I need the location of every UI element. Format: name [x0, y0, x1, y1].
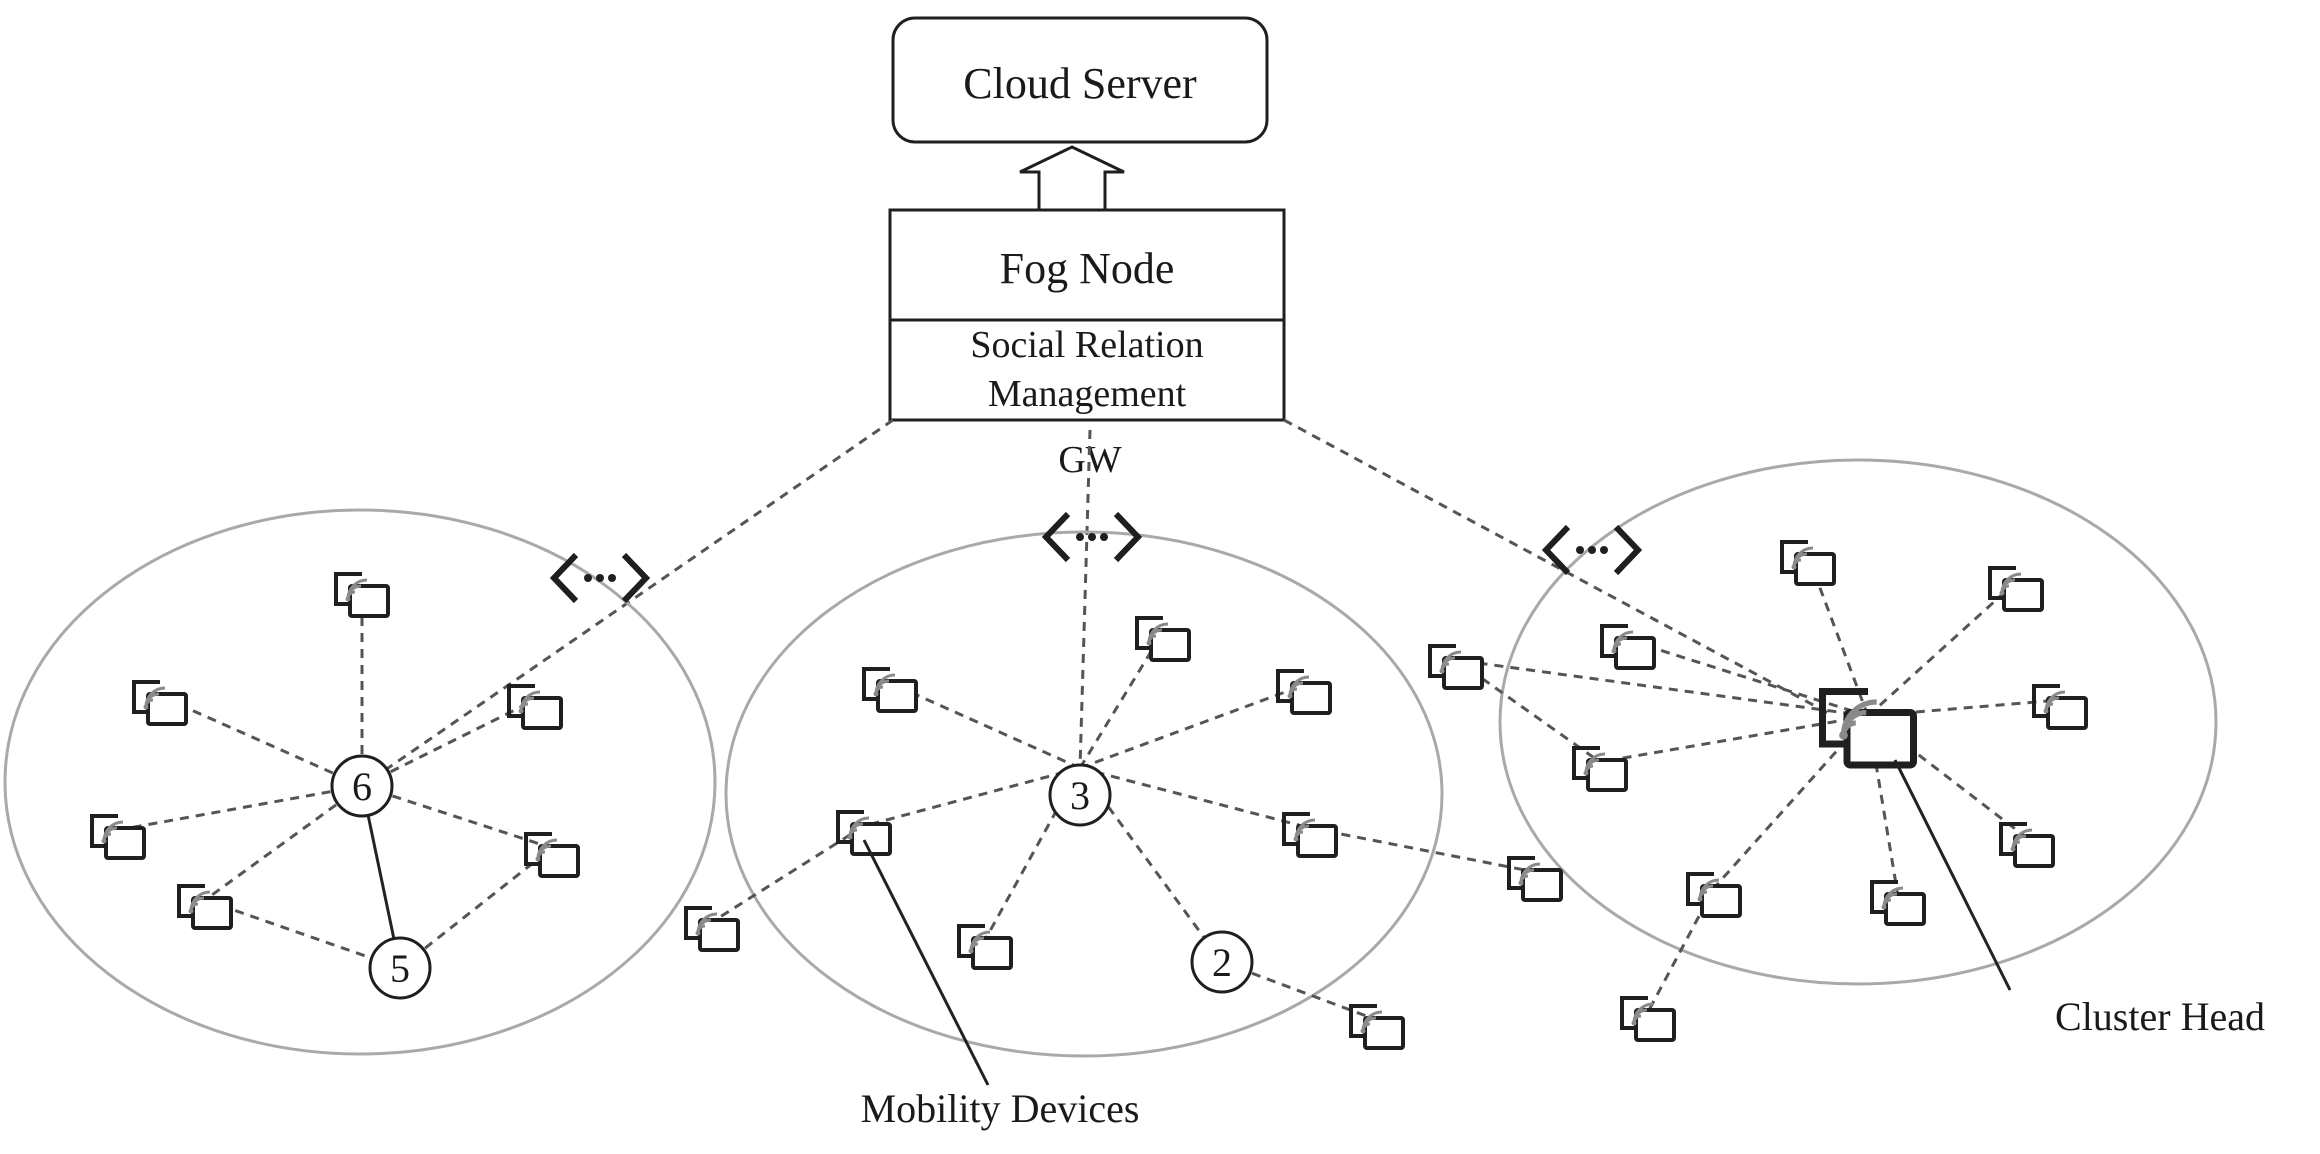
gateway-diamond-icon [1546, 527, 1638, 573]
mobile-device-icon [1276, 669, 1332, 715]
cluster-left [3, 508, 717, 1056]
mobile-device-icon [1988, 566, 2044, 612]
mobile-device-icon [1428, 644, 1484, 690]
mobile-device-icon [177, 884, 233, 930]
node-6: 6 [330, 754, 394, 818]
gw-label: GW [1058, 439, 1121, 481]
svg-text:2: 2 [1212, 940, 1232, 985]
mobile-device-icon [334, 572, 390, 618]
cluster-head-label: Cluster Head [2055, 994, 2265, 1039]
mobile-device-icon [507, 684, 563, 730]
social-relation-management: Social Relation Management [888, 318, 1286, 422]
mobile-device-icon [1135, 616, 1191, 662]
mobile-device-icon [1600, 624, 1656, 670]
mobile-device-icon [1999, 822, 2055, 868]
svg-text:6: 6 [352, 764, 372, 809]
fog-node: Fog Node [888, 208, 1286, 322]
node-2: 2 [1190, 930, 1254, 994]
mobile-device-icon [1870, 880, 1926, 926]
fog-node-title: Fog Node [1000, 244, 1175, 293]
gateway-diamond-icon [1046, 514, 1138, 560]
svg-text:5: 5 [390, 946, 410, 991]
mobile-device-icon [90, 814, 146, 860]
srm-line2: Management [988, 373, 1187, 415]
mobile-device-icon [836, 810, 892, 856]
mobile-device-icon [524, 832, 580, 878]
mobile-device-icon [862, 667, 918, 713]
srm-line1: Social Relation [970, 324, 1203, 366]
mobility-devices-label: Mobility Devices [861, 1086, 1140, 1131]
mobile-device-icon [1572, 746, 1628, 792]
svg-text:3: 3 [1070, 773, 1090, 818]
cloud-server: Cloud Server [891, 16, 1269, 144]
mobile-device-icon [1507, 856, 1563, 902]
cluster-right [1498, 458, 2218, 986]
cluster-head-leader-line [1893, 759, 2012, 991]
cloud-server-label: Cloud Server [963, 59, 1197, 108]
mobility-devices-leader-line [862, 839, 990, 1086]
mobile-device-icon [684, 906, 740, 952]
cluster-middle [724, 530, 1444, 1058]
mobile-device-icon [1686, 872, 1742, 918]
upload-arrow-icon [1019, 145, 1125, 212]
mobile-device-icon [1620, 996, 1676, 1042]
mobile-device-icon [2032, 684, 2088, 730]
node-5: 5 [368, 936, 432, 1000]
node-3: 3 [1048, 763, 1112, 827]
cluster-head-device-icon [1823, 692, 1914, 766]
mobile-device-icon [1282, 812, 1338, 858]
mobile-device-icon [957, 924, 1013, 970]
gateway-diamond-icon [554, 555, 646, 601]
mobile-device-icon [132, 680, 188, 726]
mobile-device-icon [1780, 540, 1836, 586]
